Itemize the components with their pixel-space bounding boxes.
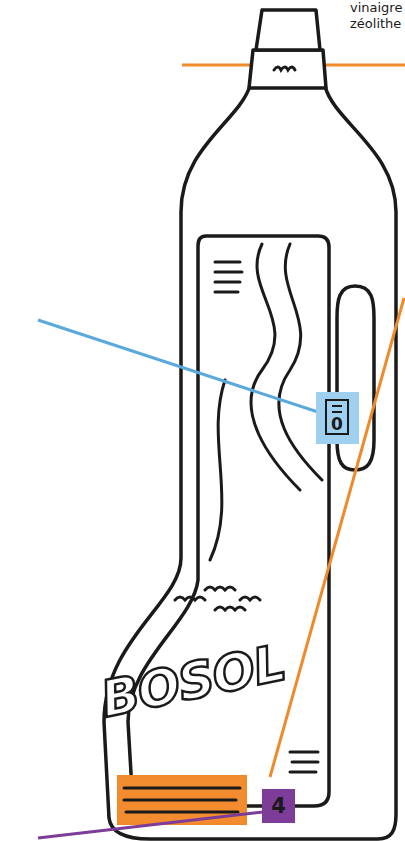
panel-wave [279, 244, 322, 480]
blue-callout-box: 0 [316, 392, 359, 444]
icon-number: 0 [325, 399, 349, 435]
highlight-text-lines [124, 788, 240, 812]
callout-number: 4 [262, 789, 295, 823]
top-note: vinaigre [350, 1, 402, 16]
label-panel [128, 236, 329, 806]
purple-leader [38, 812, 263, 838]
bottle-cap [256, 10, 320, 50]
panel-line [215, 262, 242, 292]
top-note: zéolithe [350, 17, 401, 32]
neck-squiggle [274, 67, 295, 70]
panel-line [290, 752, 318, 772]
bottle-neck [249, 50, 326, 88]
purple-callout-box: 4 [262, 789, 295, 823]
bottle-body [104, 86, 396, 839]
blue-leader [38, 320, 318, 412]
panel-wave [210, 380, 225, 560]
orange-leader [270, 298, 404, 777]
panel-scribble [175, 587, 260, 610]
